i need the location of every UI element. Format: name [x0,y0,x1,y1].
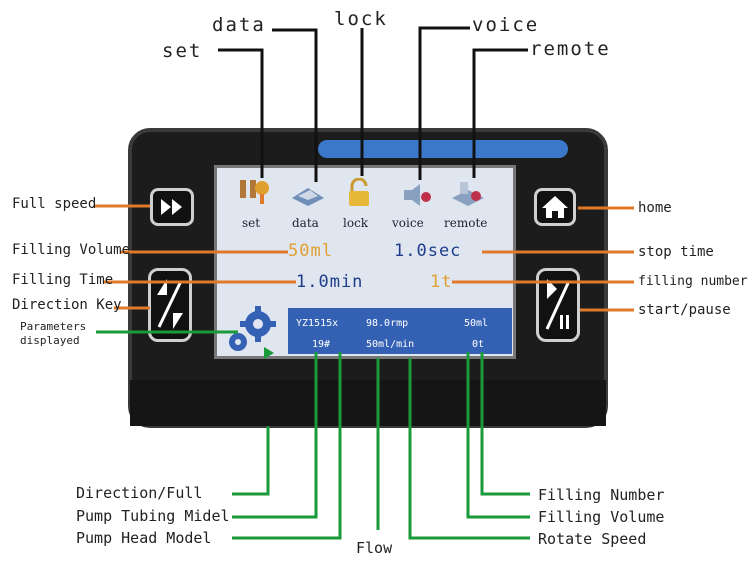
filling-volume-label: Filling Volume [12,242,131,258]
flow-label: Flow [356,539,393,557]
remote-icon[interactable] [450,180,486,208]
parameters-panel [288,308,512,354]
set-label: set [162,40,203,62]
panel-volume-value: 50ml [464,318,489,329]
filling-time-value: 1.0min [296,272,364,292]
parameters-label: Parameters [20,320,87,333]
set-icon[interactable] [236,178,272,208]
rotate-speed-label: Rotate Speed [538,530,647,548]
fast-forward-icon [161,199,182,215]
voice-label: voice [472,14,540,36]
direction-key-label: Direction Key [12,297,122,313]
filling-time-label: Filling Time [12,272,114,288]
stop-time-value: 1.0sec [394,241,462,261]
lock-icon-label: lock [343,216,369,230]
data-icon-label: data [292,216,319,230]
rotate-speed-value: 98.0rmp [366,318,409,329]
start-pause-label: start/pause [638,302,731,318]
home-label: home [638,200,672,216]
remote-label: remote [530,38,611,60]
filling-number-label: filling number [638,274,748,289]
bezel-lower [130,380,606,426]
voice-icon-label: voice [392,216,424,230]
set-icon-label: set [242,216,261,230]
lock-icon[interactable] [346,177,372,208]
stop-time-label: stop time [638,244,714,260]
direction-key-button[interactable] [148,268,192,342]
play-pause-icon [545,279,571,330]
filling-volume-value: 50ml [288,241,333,261]
pump-head-value: YZ1515x [296,318,339,329]
count-value: 0t [472,339,485,350]
full-speed-button[interactable] [150,188,194,226]
voice-icon[interactable] [402,182,434,208]
pump-tubing-label: Pump Tubing Midel [76,507,230,525]
home-icon [542,196,568,218]
remote-icon-label: remote [444,216,488,230]
home-button[interactable] [534,188,576,226]
direction-indicator-icon [264,344,274,359]
filling-number-value: 1t [430,272,453,292]
filling-number-bottom-label: Filling Number [538,486,665,504]
gear-icon [224,306,280,356]
data-icon[interactable] [290,182,326,208]
start-pause-button[interactable] [536,268,580,342]
lock-label: lock [334,8,388,30]
data-label: data [212,14,266,36]
tubing-value: 19# [312,339,331,350]
flow-value: 50ml/min [366,339,415,350]
direction-full-label: Direction/Full [76,484,203,502]
filling-volume-bottom-label: Filling Volume [538,508,665,526]
pump-head-label: Pump Head Model [76,529,212,547]
status-bar [318,140,568,158]
parameters-label-line2: displayed [20,334,80,347]
full-speed-label: Full speed [12,196,97,212]
